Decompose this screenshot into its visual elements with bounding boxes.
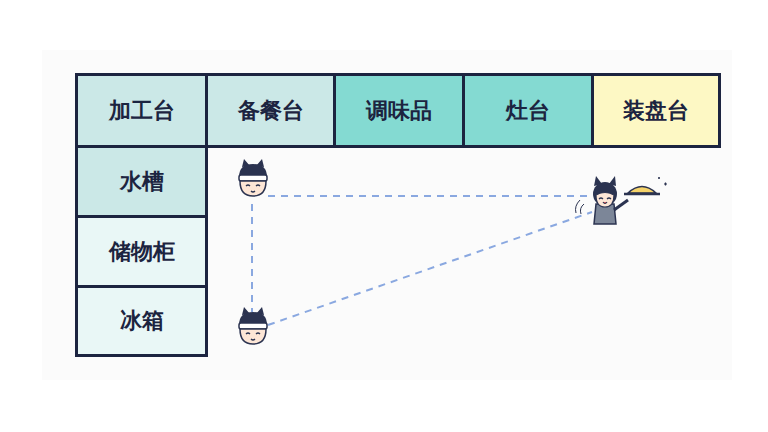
- chef-figure: [239, 307, 267, 344]
- station-box: 备餐台: [205, 73, 336, 148]
- work-triangle: [252, 196, 592, 325]
- station-label: 水槽: [120, 167, 164, 197]
- station-label: 加工台: [109, 96, 175, 126]
- chef-figure: [239, 159, 267, 196]
- station-label: 储物柜: [109, 237, 175, 267]
- station-box: 储物柜: [75, 215, 208, 288]
- station-box: 加工台: [75, 73, 208, 148]
- station-label: 备餐台: [238, 96, 304, 126]
- station-label: 灶台: [506, 96, 550, 126]
- waiter-figure: [576, 176, 668, 224]
- station-box: 冰箱: [75, 285, 208, 357]
- station-box: 灶台: [462, 73, 594, 148]
- station-box: 水槽: [75, 145, 208, 218]
- station-box: 调味品: [333, 73, 465, 148]
- station-label: 调味品: [366, 96, 432, 126]
- station-label: 装盘台: [623, 96, 689, 126]
- station-box: 装盘台: [591, 73, 721, 148]
- station-label: 冰箱: [120, 306, 164, 336]
- panel: [42, 50, 732, 380]
